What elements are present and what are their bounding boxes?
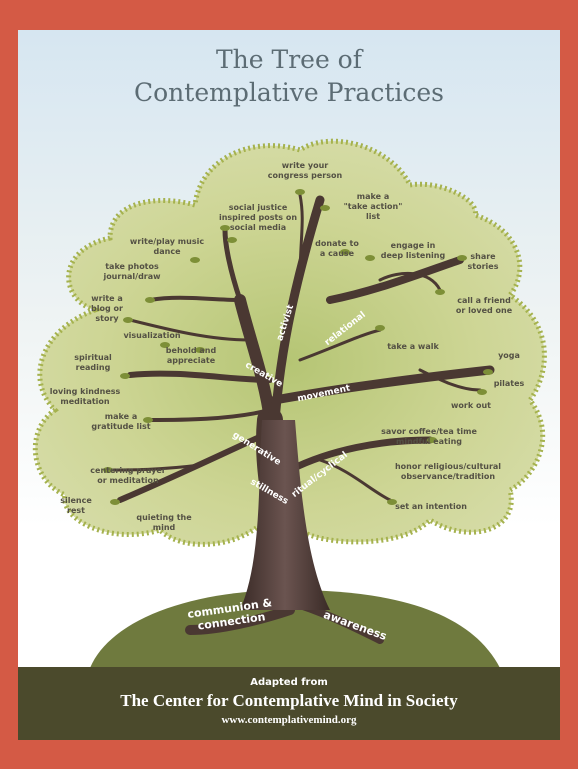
practice-take-action: make a "take action" list — [344, 192, 403, 222]
practice-text: write your — [281, 161, 329, 170]
practice-centering-prayer: centering prayer or meditation — [90, 466, 165, 486]
practice-text: behold and — [165, 346, 217, 355]
practice-music: write/play music dance — [130, 237, 204, 257]
practice-text: silence — [60, 496, 92, 505]
practice-behold: behold and appreciate — [166, 346, 216, 366]
practice-take-walk: take a walk — [387, 342, 439, 352]
practice-text: mind — [152, 523, 176, 532]
practice-text: call a friend — [457, 296, 511, 305]
practice-share-stories: share stories — [468, 252, 499, 272]
practice-text: write a — [91, 294, 123, 303]
practice-text: visualization — [123, 331, 181, 340]
practice-silence-rest: silence rest — [60, 496, 92, 516]
practice-donate: donate to a cause — [315, 239, 359, 259]
practice-text: write/play music — [129, 237, 205, 246]
practice-deep-listening: engage in deep listening — [381, 241, 445, 261]
page-title-line1: The Tree of — [216, 45, 362, 74]
practice-text: honor religious/cultural — [394, 462, 502, 471]
practice-text: gratitude list — [91, 422, 151, 431]
practice-text: stories — [467, 262, 499, 271]
practice-text: loving kindness — [49, 387, 121, 396]
practice-text: mindful eating — [395, 437, 463, 446]
practice-text: donate to — [315, 239, 359, 248]
practice-quieting-mind: quieting the mind — [136, 513, 191, 533]
practice-text: take photos — [105, 262, 159, 271]
practice-honor-observance: honor religious/cultural observance/trad… — [395, 462, 501, 482]
leaves — [103, 189, 493, 505]
practice-text: centering prayer — [90, 466, 166, 475]
practice-text: make a — [356, 192, 390, 201]
footer-website: www.contemplativemind.org — [221, 714, 357, 726]
branches — [108, 193, 495, 644]
practice-text: "take action" — [343, 202, 403, 211]
practice-text: deep listening — [380, 251, 446, 260]
footer-banner: Adapted from The Center for Contemplativ… — [18, 667, 560, 740]
practice-text: observance/tradition — [400, 472, 496, 481]
practice-yoga: yoga — [498, 351, 520, 361]
practice-text: social justice — [228, 203, 288, 212]
practice-text: journal/draw — [103, 272, 161, 281]
practice-text: or loved one — [455, 306, 513, 315]
practice-gratitude: make a gratitude list — [91, 412, 150, 432]
practice-text: quieting the — [136, 513, 192, 522]
footer-adapted-from: Adapted from — [250, 677, 328, 688]
practice-blog: write a blog or story — [91, 294, 123, 324]
practice-text: pilates — [493, 379, 525, 388]
practice-text: meditation — [60, 397, 110, 406]
practice-text: blog or — [91, 304, 123, 313]
practice-text: appreciate — [166, 356, 216, 365]
practice-social-justice: social justice inspired posts on social … — [219, 203, 297, 233]
practice-savor-coffee: savor coffee/tea time mindful eating — [381, 427, 477, 447]
practice-text: work out — [451, 401, 491, 410]
practice-text: list — [365, 212, 381, 221]
practice-spiritual-reading: spiritual reading — [74, 353, 112, 373]
practice-text: dance — [153, 247, 181, 256]
practice-pilates: pilates — [494, 379, 525, 389]
practice-text: share — [470, 252, 496, 261]
practice-text: social media — [229, 223, 287, 232]
practice-call-friend: call a friend or loved one — [456, 296, 512, 316]
trunk — [240, 420, 330, 610]
footer-organization: The Center for Contemplative Mind in Soc… — [120, 691, 458, 710]
practice-text: reading — [75, 363, 111, 372]
practice-set-intention: set an intention — [395, 502, 467, 512]
practice-loving-kindness: loving kindness meditation — [50, 387, 121, 407]
practice-text: rest — [67, 506, 85, 515]
practice-text: engage in — [390, 241, 436, 250]
hill — [90, 590, 500, 668]
practice-text: spiritual — [74, 353, 112, 362]
practice-text: story — [95, 314, 119, 323]
practice-text: make a — [104, 412, 138, 421]
practice-text: congress person — [267, 171, 343, 180]
practice-visualization: visualization — [123, 331, 180, 341]
practice-text: a cause — [319, 249, 355, 258]
practice-text: inspired posts on — [218, 213, 298, 222]
practice-text: or meditation — [97, 476, 159, 485]
practice-text: set an intention — [395, 502, 467, 511]
practice-photos: take photos journal/draw — [103, 262, 160, 282]
practice-text: take a walk — [387, 342, 439, 351]
practice-write-congress: write your congress person — [268, 161, 342, 181]
practice-text: savor coffee/tea time — [381, 427, 477, 436]
page-title-line2: Contemplative Practices — [134, 78, 444, 107]
practice-work-out: work out — [451, 401, 491, 411]
practice-text: yoga — [498, 351, 520, 360]
